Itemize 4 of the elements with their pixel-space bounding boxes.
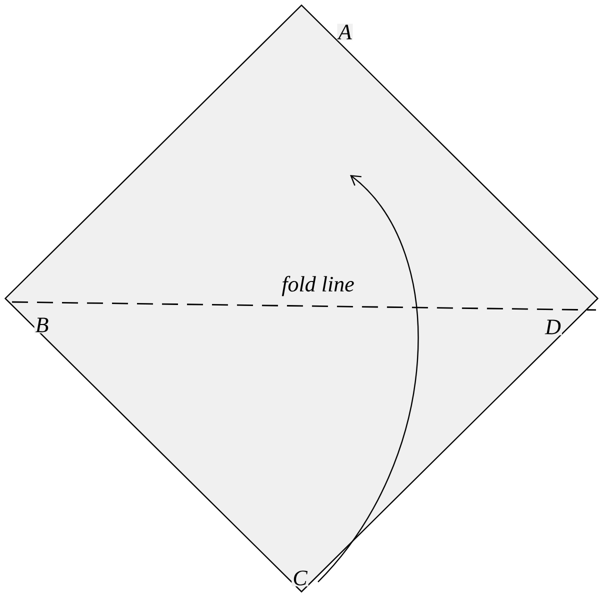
corner-label: C [292, 570, 308, 586]
corner-label: D [544, 318, 562, 336]
fold-line-label: fold line [280, 274, 356, 298]
corner-label: A [337, 24, 353, 40]
